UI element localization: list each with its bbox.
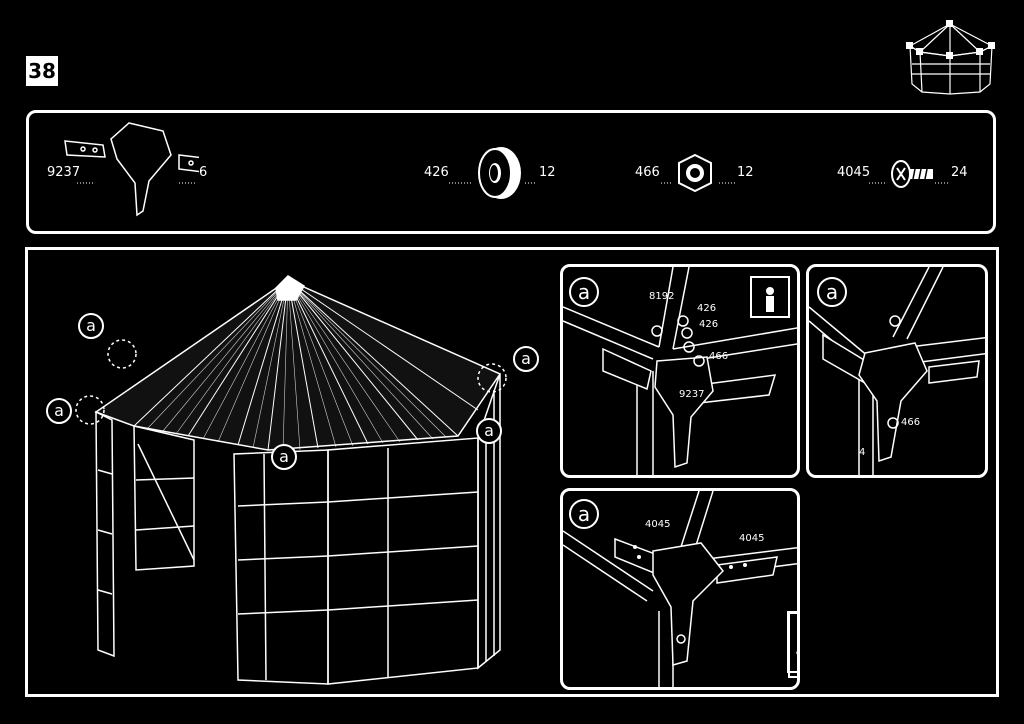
callout-a: a	[78, 313, 104, 339]
parts-list-panel: 9237 6 426 12 466 12 4045 24	[26, 110, 996, 234]
bracket-icon	[59, 119, 199, 219]
part-ref: 9237	[679, 389, 705, 400]
gazebo-illustration	[38, 270, 558, 690]
part-id-label: 4045	[837, 165, 871, 180]
part-qty-label: 12	[737, 165, 754, 180]
part-id-label: 426	[424, 165, 449, 180]
step-number: 38	[26, 56, 58, 86]
detail-view-1: a 8192 426 426 466 9237	[560, 264, 800, 478]
part-ref: 4	[859, 447, 866, 458]
callout-a: a	[513, 346, 539, 372]
part-id-label: 9237	[47, 165, 81, 180]
part-ref: 466	[709, 351, 729, 362]
assembly-panel: a a a a a a 8192 426 426 466 9237	[25, 247, 999, 697]
detail-view-3: a 4045 4045	[560, 488, 800, 690]
part-ref: 466	[901, 417, 921, 428]
part-id-label: 466	[635, 165, 660, 180]
washer-icon	[475, 145, 525, 201]
part-ref: 4045	[739, 533, 765, 544]
part-ref: 426	[697, 303, 717, 314]
detail-view-2: a 466 4	[806, 264, 988, 478]
part-ref: 8192	[649, 291, 675, 302]
part-ref: 426	[699, 319, 719, 330]
screw-icon	[889, 157, 939, 191]
detail-label: a	[817, 277, 847, 307]
callout-a: a	[476, 418, 502, 444]
callout-a: a	[46, 398, 72, 424]
part-qty-label: 12	[539, 165, 556, 180]
nut-icon	[675, 153, 715, 193]
part-qty-label: 24	[951, 165, 968, 180]
gazebo-thumbnail-icon	[898, 18, 1002, 98]
detail-label: a	[569, 499, 599, 529]
callout-a: a	[271, 444, 297, 470]
part-qty-label: 6	[199, 165, 208, 180]
detail-label: a	[569, 277, 599, 307]
drill-icon	[787, 611, 797, 673]
part-ref: 4045	[645, 519, 671, 530]
